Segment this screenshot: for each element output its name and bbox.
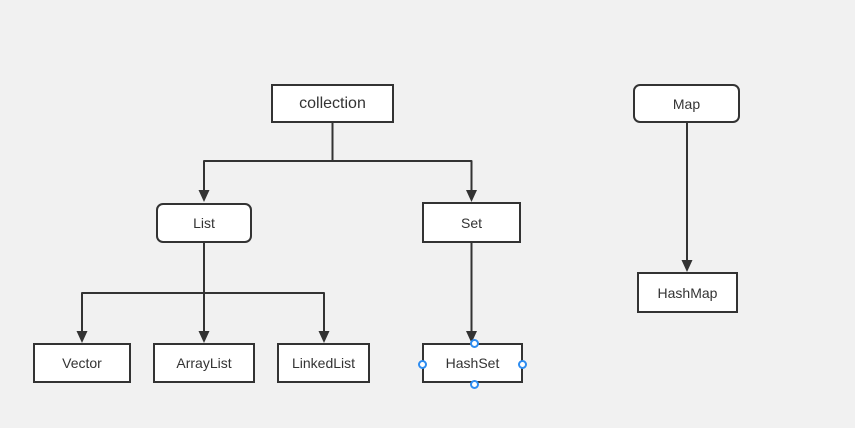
- node-map-label: Map: [672, 95, 701, 112]
- arrowhead: [318, 331, 330, 343]
- node-linkedlist-label: LinkedList: [291, 355, 356, 371]
- node-arraylist-label: ArrayList: [176, 355, 232, 371]
- node-set-label: Set: [460, 214, 482, 231]
- arrowhead: [466, 190, 477, 202]
- arrowhead: [681, 260, 693, 272]
- arrowhead: [198, 190, 210, 202]
- connector-map-hashmap[interactable]: [681, 123, 693, 272]
- node-linkedlist[interactable]: LinkedList: [277, 343, 370, 383]
- node-set[interactable]: Set: [422, 202, 521, 243]
- arrowhead: [466, 331, 477, 343]
- node-arraylist[interactable]: ArrayList: [153, 343, 255, 383]
- connector-collection-children[interactable]: [198, 123, 478, 202]
- node-vector[interactable]: Vector: [33, 343, 131, 383]
- node-vector-label: Vector: [62, 355, 102, 371]
- node-hashmap[interactable]: HashMap: [637, 272, 738, 313]
- node-hashmap-label: HashMap: [657, 284, 718, 301]
- node-map[interactable]: Map: [633, 84, 740, 123]
- arrowhead: [76, 331, 88, 343]
- selection-handle-bottom[interactable]: [470, 380, 479, 389]
- selection-handle-left[interactable]: [418, 360, 427, 369]
- node-collection-label: collection: [299, 94, 366, 112]
- arrowhead: [198, 331, 210, 343]
- selection-handle-right[interactable]: [518, 360, 527, 369]
- node-collection[interactable]: collection: [271, 84, 394, 123]
- node-list-label: List: [193, 215, 215, 231]
- selection-handle-top[interactable]: [470, 339, 479, 348]
- connector-list-children[interactable]: [76, 243, 330, 343]
- node-list[interactable]: List: [156, 203, 252, 243]
- node-hashset-label: HashSet: [445, 355, 500, 371]
- connector-set-hashset[interactable]: [466, 243, 477, 343]
- node-hashset[interactable]: HashSet: [418, 339, 527, 389]
